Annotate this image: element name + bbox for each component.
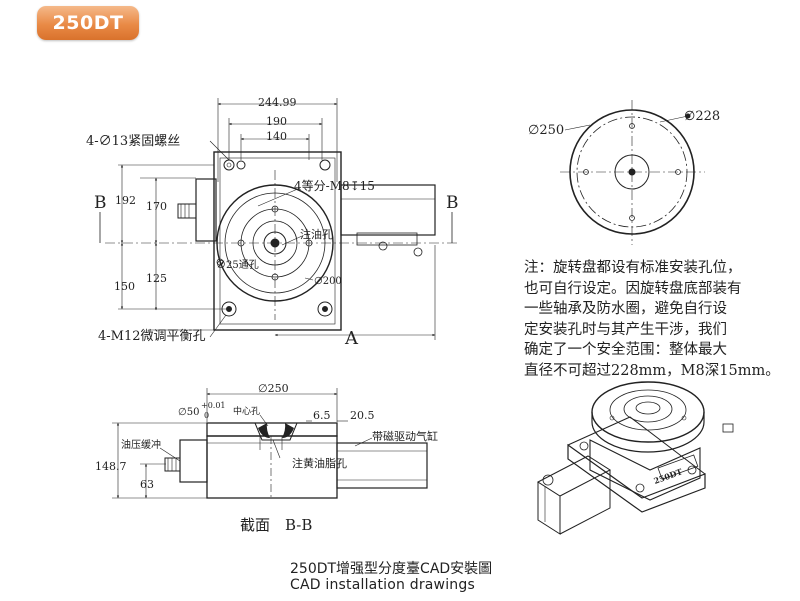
note-line: 确定了一个安全范围：整体最大 (524, 342, 727, 358)
circle-outer-dia-text: ∅250 (528, 123, 564, 138)
caption-chinese: 250DT增强型分度臺CAD安裝圖 (290, 561, 493, 577)
dim-192-text: 192 (115, 194, 136, 207)
top-view: 244.99 190 140 (86, 96, 460, 349)
view-arrow-a-text: A (344, 328, 359, 349)
side-tol-plus-text: +0.01 (201, 401, 226, 410)
thread-note-text: 4等分-M8↧15 (294, 179, 375, 193)
section-left-b-text: B (94, 193, 107, 213)
dim-125-text: 125 (146, 272, 167, 285)
circle-inner-dia-text: ∅228 (684, 109, 720, 124)
dim-170-text: 170 (146, 200, 167, 213)
dim-height-text: 148.7 (95, 460, 127, 473)
model-badge: 250DT (37, 6, 139, 40)
dim-inner-text: 140 (266, 130, 287, 143)
note-line: 一些轴承及防水圈，避免自行设 (524, 301, 727, 317)
iso-brand-text: 250DT (652, 466, 683, 486)
dim-63-text: 63 (140, 478, 154, 491)
dim-overall-text: 244.99 (258, 96, 297, 109)
oil-hole-text: 注油孔 (300, 227, 333, 241)
dim-mid-text: 190 (266, 115, 287, 128)
side-small-dia-text: ∅50 (178, 407, 199, 418)
installation-note: 注：旋转盘都设有标准安装孔位， 也可自行设定。因旋转盘底部装有 一些轴承及防水圈… (524, 258, 780, 381)
screw-note-text: 4-∅13紧固螺丝 (86, 134, 180, 149)
note-line: 直径不可超过228mm，M8深15mm。 (524, 362, 780, 379)
table-dia-text: ∅200 (314, 276, 342, 287)
side-view: ∅250 ∅50 +0.01 0 中心孔 6.5 20.5 (95, 382, 438, 534)
note-line: 注：旋转盘都设有标准安装孔位， (524, 260, 742, 276)
buffer-text: 油压缓冲 (121, 438, 161, 451)
dim-65-text: 6.5 (313, 409, 331, 422)
circle-view: ∅250 ∅228 (528, 100, 720, 245)
grease-text: 注黄油脂孔 (292, 456, 347, 470)
section-title-text: 截面 B-B (240, 516, 312, 534)
small-dia-text: ∅25通孔 (216, 259, 259, 271)
model-badge-label: 250DT (52, 12, 124, 34)
note-line: 也可自行设定。因旋转盘底部装有 (524, 280, 742, 297)
iso-view: 250DT (537, 381, 734, 535)
dim-150-text: 150 (114, 280, 135, 293)
note-line: 定安装孔时与其产生干涉，我们 (524, 321, 727, 338)
center-hole-text: 中心孔 (233, 405, 260, 417)
dim-205-text: 20.5 (350, 409, 375, 422)
section-right-b-text: B (446, 193, 459, 213)
side-top-dia-text: ∅250 (258, 382, 289, 395)
caption-english: CAD installation drawings (290, 577, 475, 593)
adjust-note-text: 4-M12微调平衡孔 (98, 329, 206, 344)
side-tol-zero-text: 0 (204, 411, 209, 420)
cylinder-text: 带磁驱动气缸 (372, 429, 438, 443)
